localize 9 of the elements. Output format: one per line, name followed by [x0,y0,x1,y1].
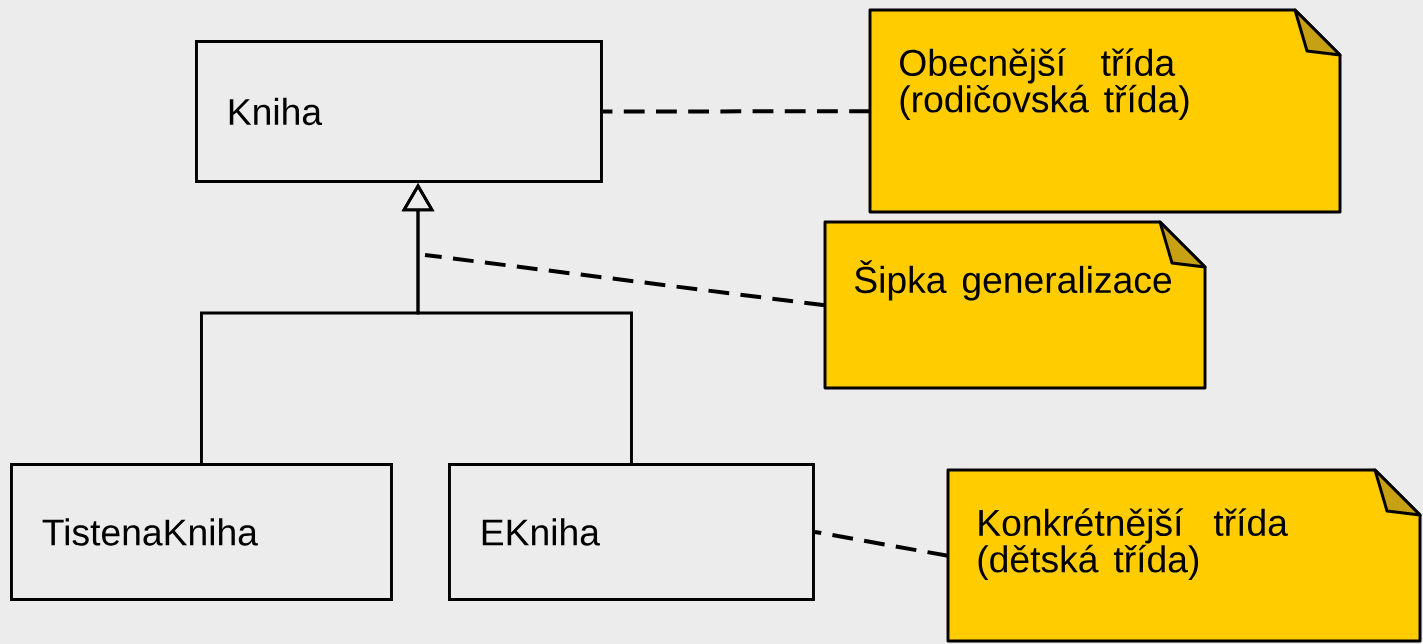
leader-line [602,109,870,114]
note-box: Konkrétnější třída (dětská třída) [946,468,1422,643]
note-box: Šipka generalizace [823,220,1207,390]
note-box: Obecnější třída (rodičovská třída) [868,8,1342,214]
leader-line [814,530,949,558]
leader-line [424,253,826,308]
class-box: EKniha [448,463,815,601]
class-box: Kniha [195,40,603,183]
class-box: TistenaKniha [10,463,393,601]
